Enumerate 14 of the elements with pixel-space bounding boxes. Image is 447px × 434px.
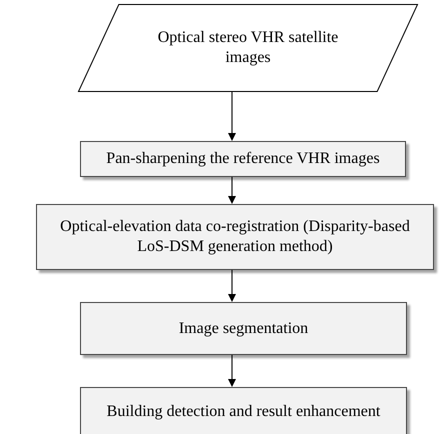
arrow	[228, 354, 236, 387]
arrow	[228, 270, 236, 302]
node-text: Building detection and result enhancement	[106, 402, 380, 422]
process-box	[80, 141, 406, 177]
process-box	[80, 387, 407, 434]
arrow	[228, 92, 236, 141]
node-text: Optical stereo VHR satellite images	[156, 28, 340, 68]
node-text: Image segmentation	[178, 318, 308, 338]
arrow	[228, 176, 236, 204]
node-text: Pan-sharpening the reference VHR images	[106, 149, 380, 169]
node-text: Optical-elevation data co-registration (Disparity-based LoS-DSM generation method)	[59, 217, 411, 257]
input-parallelogram	[78, 4, 418, 92]
process-box	[36, 204, 434, 270]
process-box	[80, 302, 407, 355]
